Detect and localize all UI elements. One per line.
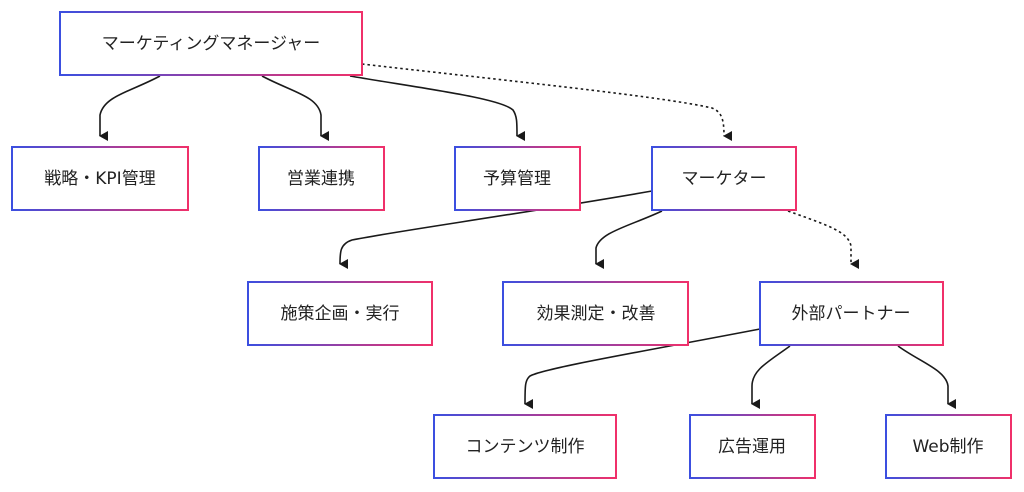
node-measurement: 効果測定・改善: [502, 281, 689, 346]
node-budget: 予算管理: [454, 146, 581, 211]
node-label: 広告運用: [718, 437, 786, 457]
edge-manager-to-sales: [261, 75, 329, 141]
node-marketer: マーケター: [651, 146, 797, 211]
node-label: 営業連携: [287, 169, 355, 189]
node-marketing-manager: マーケティングマネージャー: [59, 11, 363, 76]
node-external-partner: 外部パートナー: [759, 281, 944, 346]
node-web-production: Web制作: [885, 414, 1012, 479]
node-ad-operation: 広告運用: [689, 414, 816, 479]
edges: [99, 63, 956, 410]
edge-manager-to-marketer: [361, 63, 733, 141]
node-label: 予算管理: [483, 169, 551, 189]
edge-marketer-to-measurement: [595, 210, 663, 269]
node-strategy-kpi: 戦略・KPI管理: [11, 146, 189, 211]
node-label: マーケター: [682, 169, 767, 189]
node-sales-collab: 営業連携: [258, 146, 385, 211]
node-label: 外部パートナー: [792, 304, 911, 324]
node-label: 施策企画・実行: [281, 304, 400, 324]
node-label: コンテンツ制作: [466, 437, 585, 457]
edge-partner-to-ad: [751, 345, 791, 409]
edge-manager-to-strategy: [99, 75, 161, 141]
edge-partner-to-web: [897, 345, 956, 409]
node-label: 戦略・KPI管理: [44, 169, 155, 189]
edge-marketer-to-partner: [787, 210, 859, 269]
node-label: Web制作: [912, 437, 983, 457]
node-planning-execution: 施策企画・実行: [247, 281, 433, 346]
edge-manager-to-budget: [349, 75, 526, 141]
node-content-production: コンテンツ制作: [433, 414, 617, 479]
node-label: マーケティングマネージャー: [102, 34, 320, 54]
node-label: 効果測定・改善: [537, 304, 656, 324]
